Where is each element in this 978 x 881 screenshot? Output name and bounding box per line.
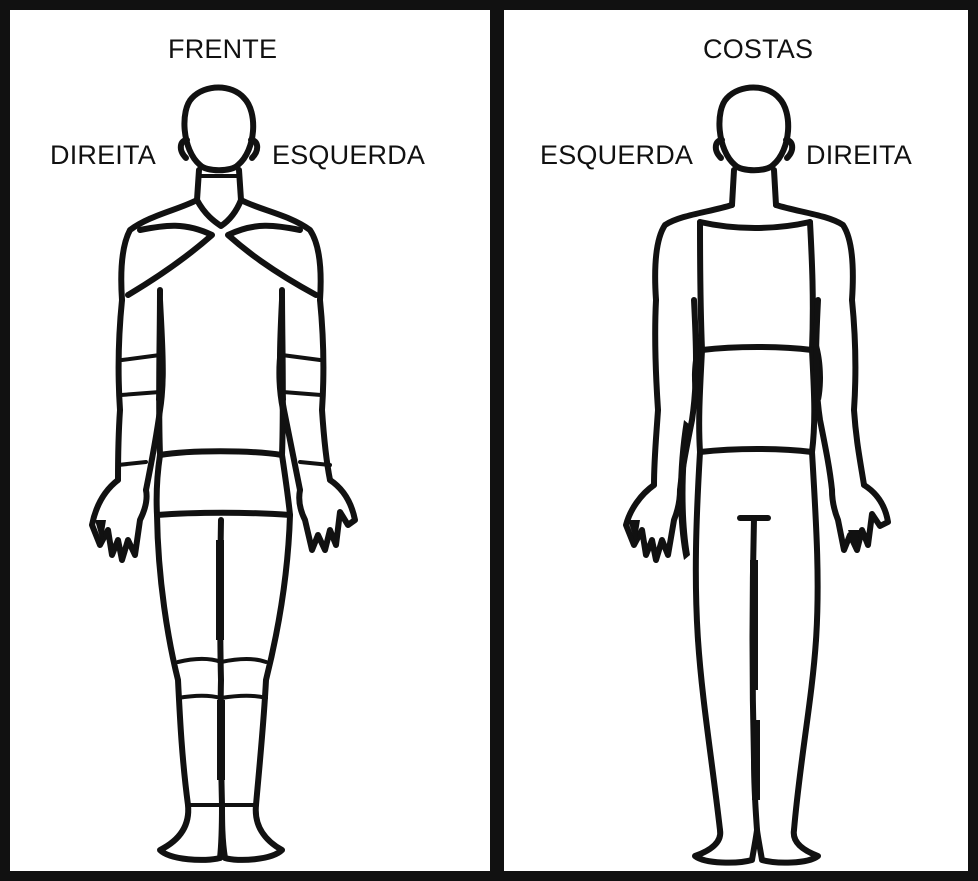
back-body-figure <box>0 0 978 881</box>
body-diagram: FRENTE DIREITA ESQUERDA COSTAS ESQUERDA … <box>0 0 978 881</box>
